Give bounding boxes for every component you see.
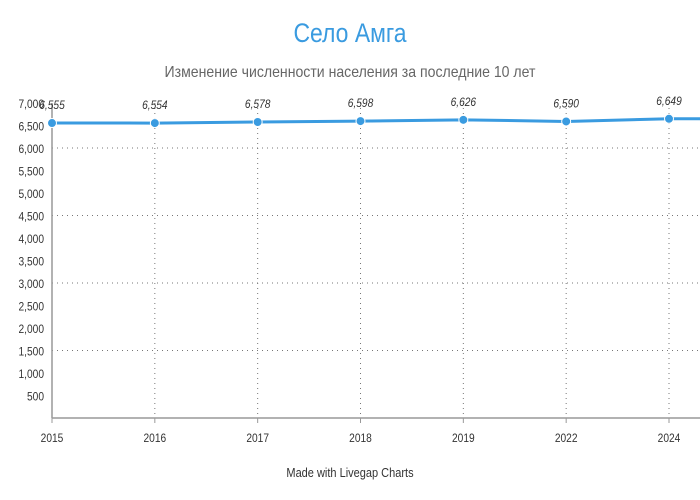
data-point <box>664 113 674 124</box>
data-label: 6,555 <box>39 99 65 112</box>
x-tick-label: 2015 <box>41 432 64 445</box>
x-tick-label: 2019 <box>452 432 475 445</box>
y-tick-label: 1,000 <box>18 368 44 381</box>
data-label: 6,649 <box>656 95 682 108</box>
y-tick-label: 7,000 <box>18 98 44 111</box>
y-tick-label: 3,500 <box>18 256 44 269</box>
chart-subtitle: Изменение численности населения за после… <box>164 64 536 81</box>
x-tick-label: 2024 <box>658 432 681 445</box>
x-tick-label: 2018 <box>349 432 372 445</box>
data-label: 6,626 <box>451 96 477 109</box>
data-label: 6,598 <box>348 97 374 110</box>
x-tick-label: 2016 <box>143 432 166 445</box>
data-point <box>561 116 572 127</box>
y-tick-label: 1,500 <box>18 346 44 359</box>
y-tick-label: 5,500 <box>18 166 44 179</box>
data-point <box>149 118 160 129</box>
credit-link[interactable]: Made with Livegap Charts <box>286 466 414 480</box>
y-tick-label: 4,000 <box>18 233 44 246</box>
y-tick-label: 5,000 <box>18 188 44 201</box>
x-tick-label: 2022 <box>555 432 578 445</box>
data-point <box>252 116 263 127</box>
data-point <box>458 114 469 125</box>
chart-title: Село Амга <box>293 18 407 48</box>
y-tick-label: 6,000 <box>18 143 44 156</box>
x-tick-label: 2017 <box>246 432 269 445</box>
y-tick-label: 2,500 <box>18 301 44 314</box>
data-label: 6,578 <box>245 98 271 111</box>
y-tick-label: 2,000 <box>18 323 44 336</box>
data-label: 6,554 <box>142 99 168 112</box>
y-tick-label: 4,500 <box>18 211 44 224</box>
data-point <box>47 118 57 129</box>
data-label: 6,590 <box>553 98 579 111</box>
data-point <box>355 116 366 127</box>
y-tick-label: 3,000 <box>18 278 44 291</box>
y-tick-label: 500 <box>27 391 44 404</box>
y-tick-label: 6,500 <box>18 121 44 134</box>
series-line <box>51 117 700 125</box>
